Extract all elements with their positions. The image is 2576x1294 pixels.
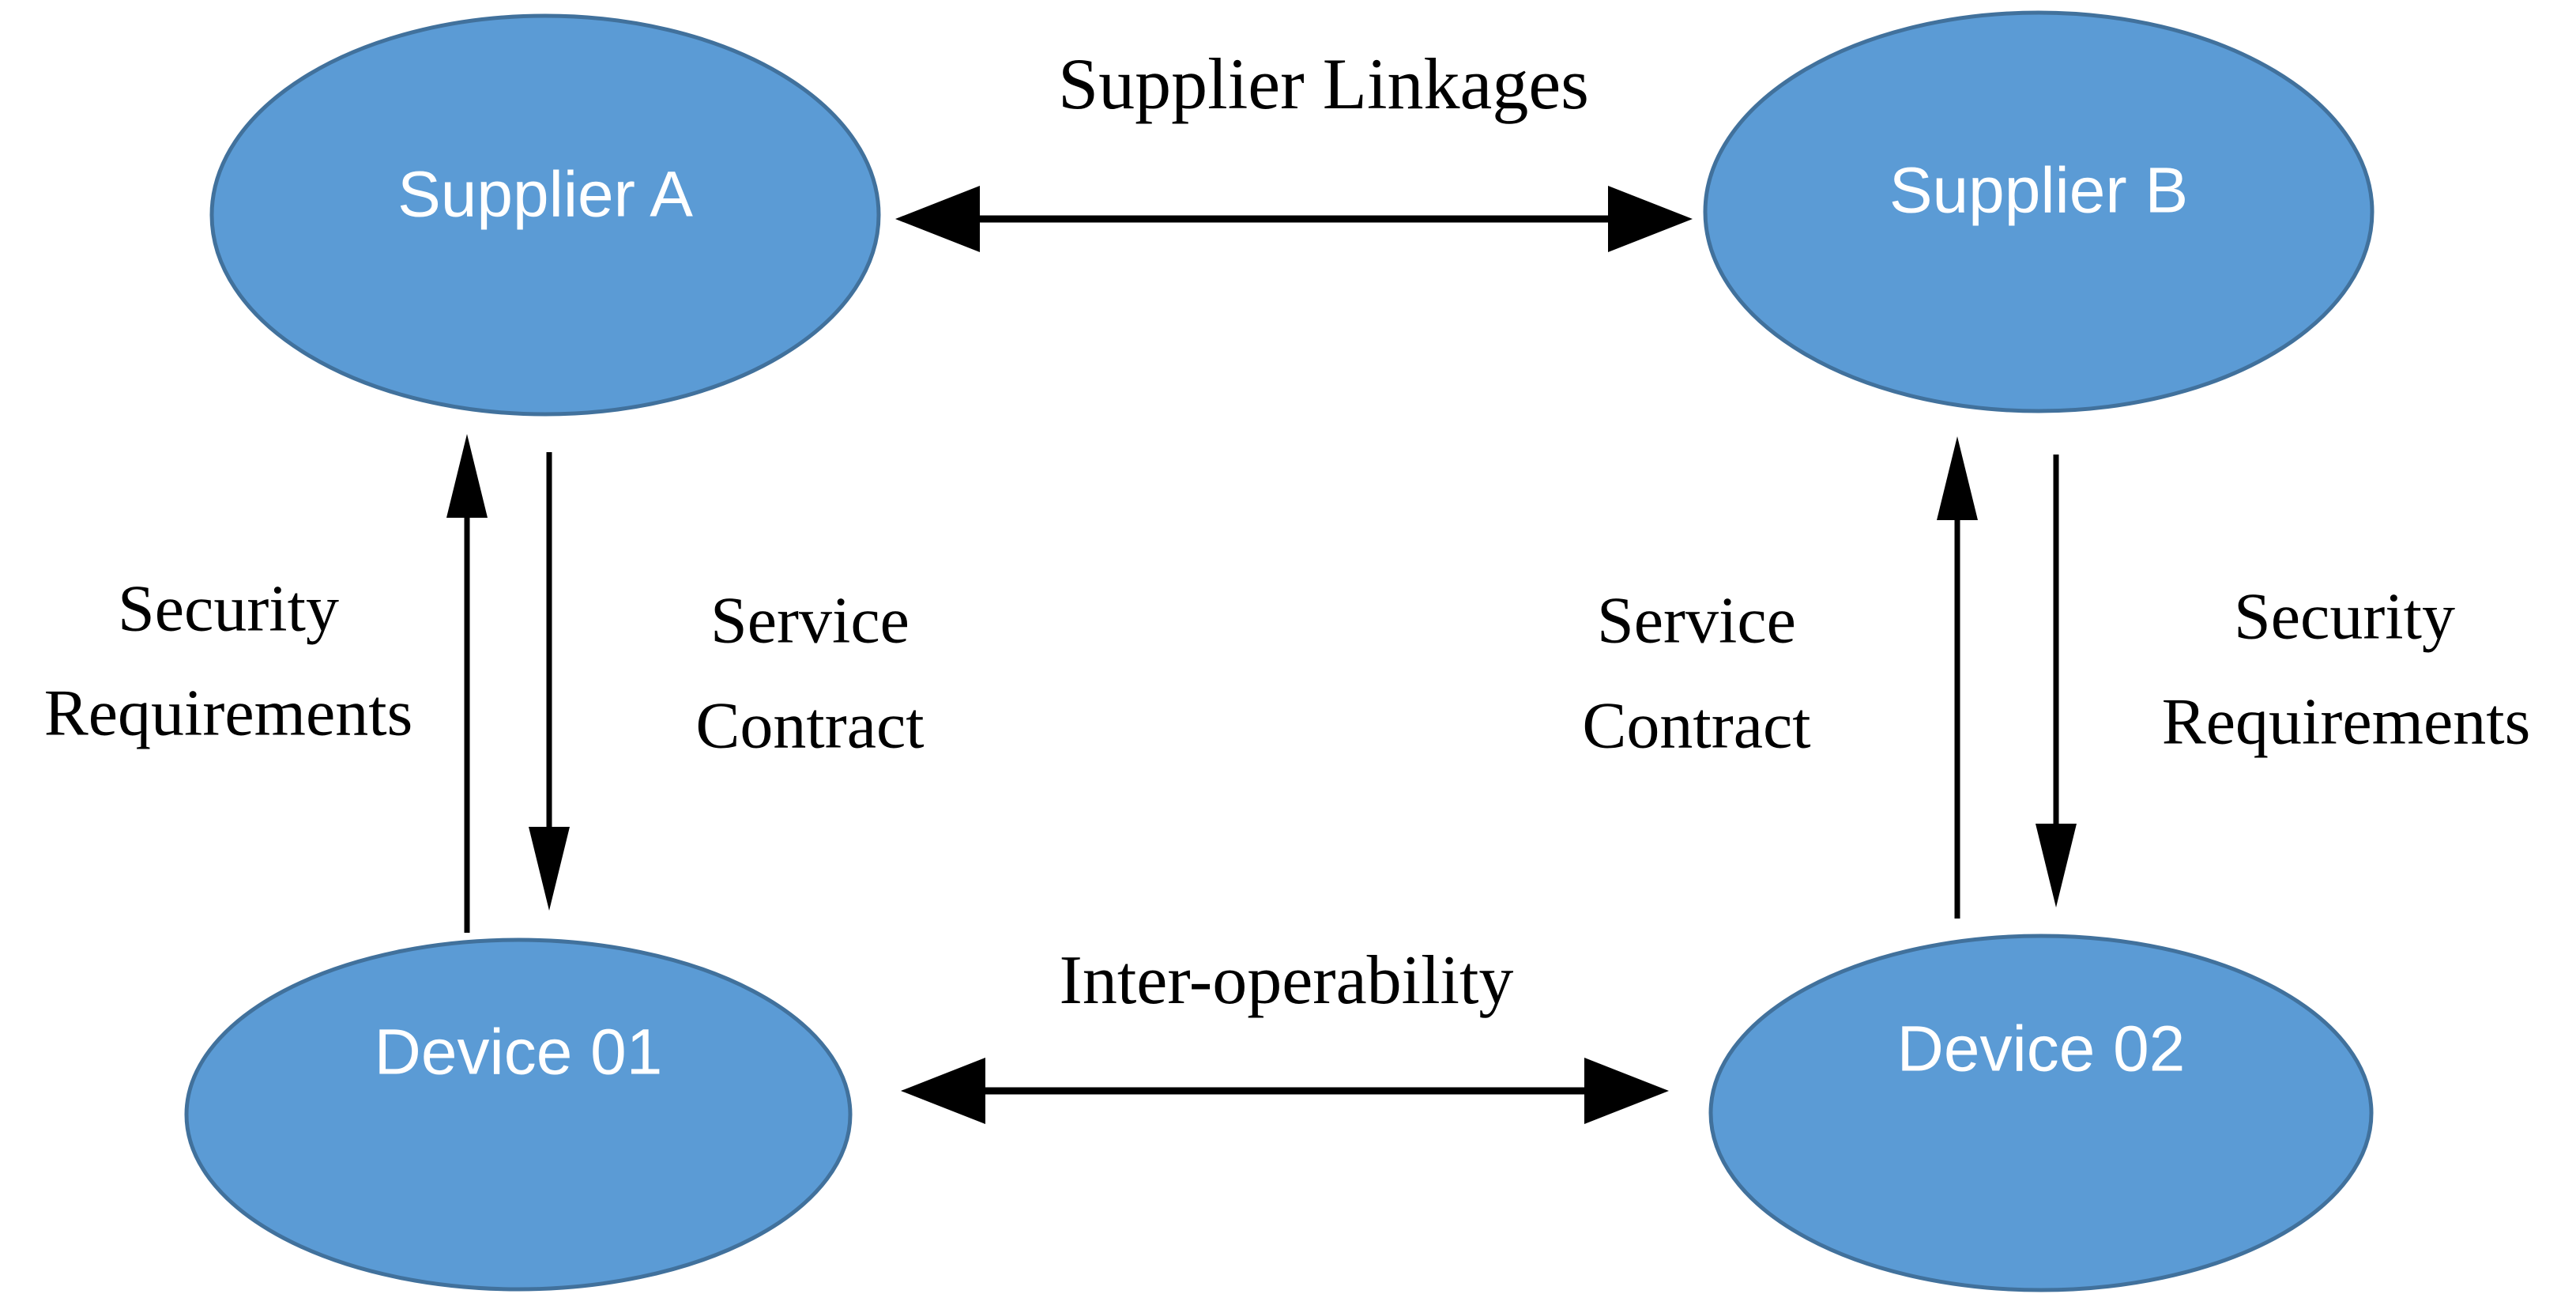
supplier-linkages-edge: Supplier Linkages — [895, 43, 1693, 252]
right-security-requirements-label-line2: Requirements — [2162, 685, 2531, 758]
left-service-contract-label-line1: Service — [710, 583, 910, 657]
device-02-node: Device 02 — [1708, 934, 2374, 1292]
supplier-a-node: Supplier A — [209, 13, 881, 417]
device-02-ellipse — [1708, 934, 2374, 1292]
supplier-linkages-arrowhead-right — [1608, 186, 1693, 252]
supplier-a-label: Supplier A — [397, 159, 693, 231]
inter-operability-label: Inter-operability — [1060, 942, 1514, 1019]
left-vertical-arrows: Security Requirements Service Contract — [44, 434, 925, 933]
inter-operability-edge: Inter-operability — [901, 942, 1669, 1124]
device-02-label: Device 02 — [1897, 1013, 2186, 1085]
inter-operability-arrowhead-right — [1584, 1058, 1669, 1124]
supplier-b-label: Supplier B — [1889, 155, 2188, 227]
supplier-a-ellipse — [209, 13, 881, 417]
left-up-arrowhead — [446, 434, 488, 518]
right-down-arrowhead — [2036, 824, 2077, 907]
left-down-arrowhead — [529, 827, 570, 911]
left-service-contract-label-line2: Contract — [695, 688, 924, 762]
right-up-arrowhead — [1937, 436, 1978, 520]
supplier-b-node: Supplier B — [1703, 10, 2375, 413]
left-security-requirements-label-line2: Requirements — [44, 676, 413, 749]
device-01-label: Device 01 — [375, 1017, 663, 1088]
supplier-b-ellipse — [1703, 10, 2375, 413]
supplier-linkages-arrowhead-left — [895, 186, 980, 252]
inter-operability-arrowhead-left — [901, 1058, 985, 1124]
left-security-requirements-label-line1: Security — [118, 572, 339, 645]
supplier-linkages-label: Supplier Linkages — [1058, 43, 1589, 124]
right-security-requirements-label-line1: Security — [2234, 579, 2455, 653]
right-service-contract-label-line1: Service — [1597, 583, 1796, 657]
device-01-node: Device 01 — [184, 937, 853, 1292]
right-service-contract-label-line2: Contract — [1582, 688, 1810, 762]
device-01-ellipse — [184, 937, 853, 1292]
right-vertical-arrows: Service Contract Security Requirements — [1582, 436, 2530, 919]
